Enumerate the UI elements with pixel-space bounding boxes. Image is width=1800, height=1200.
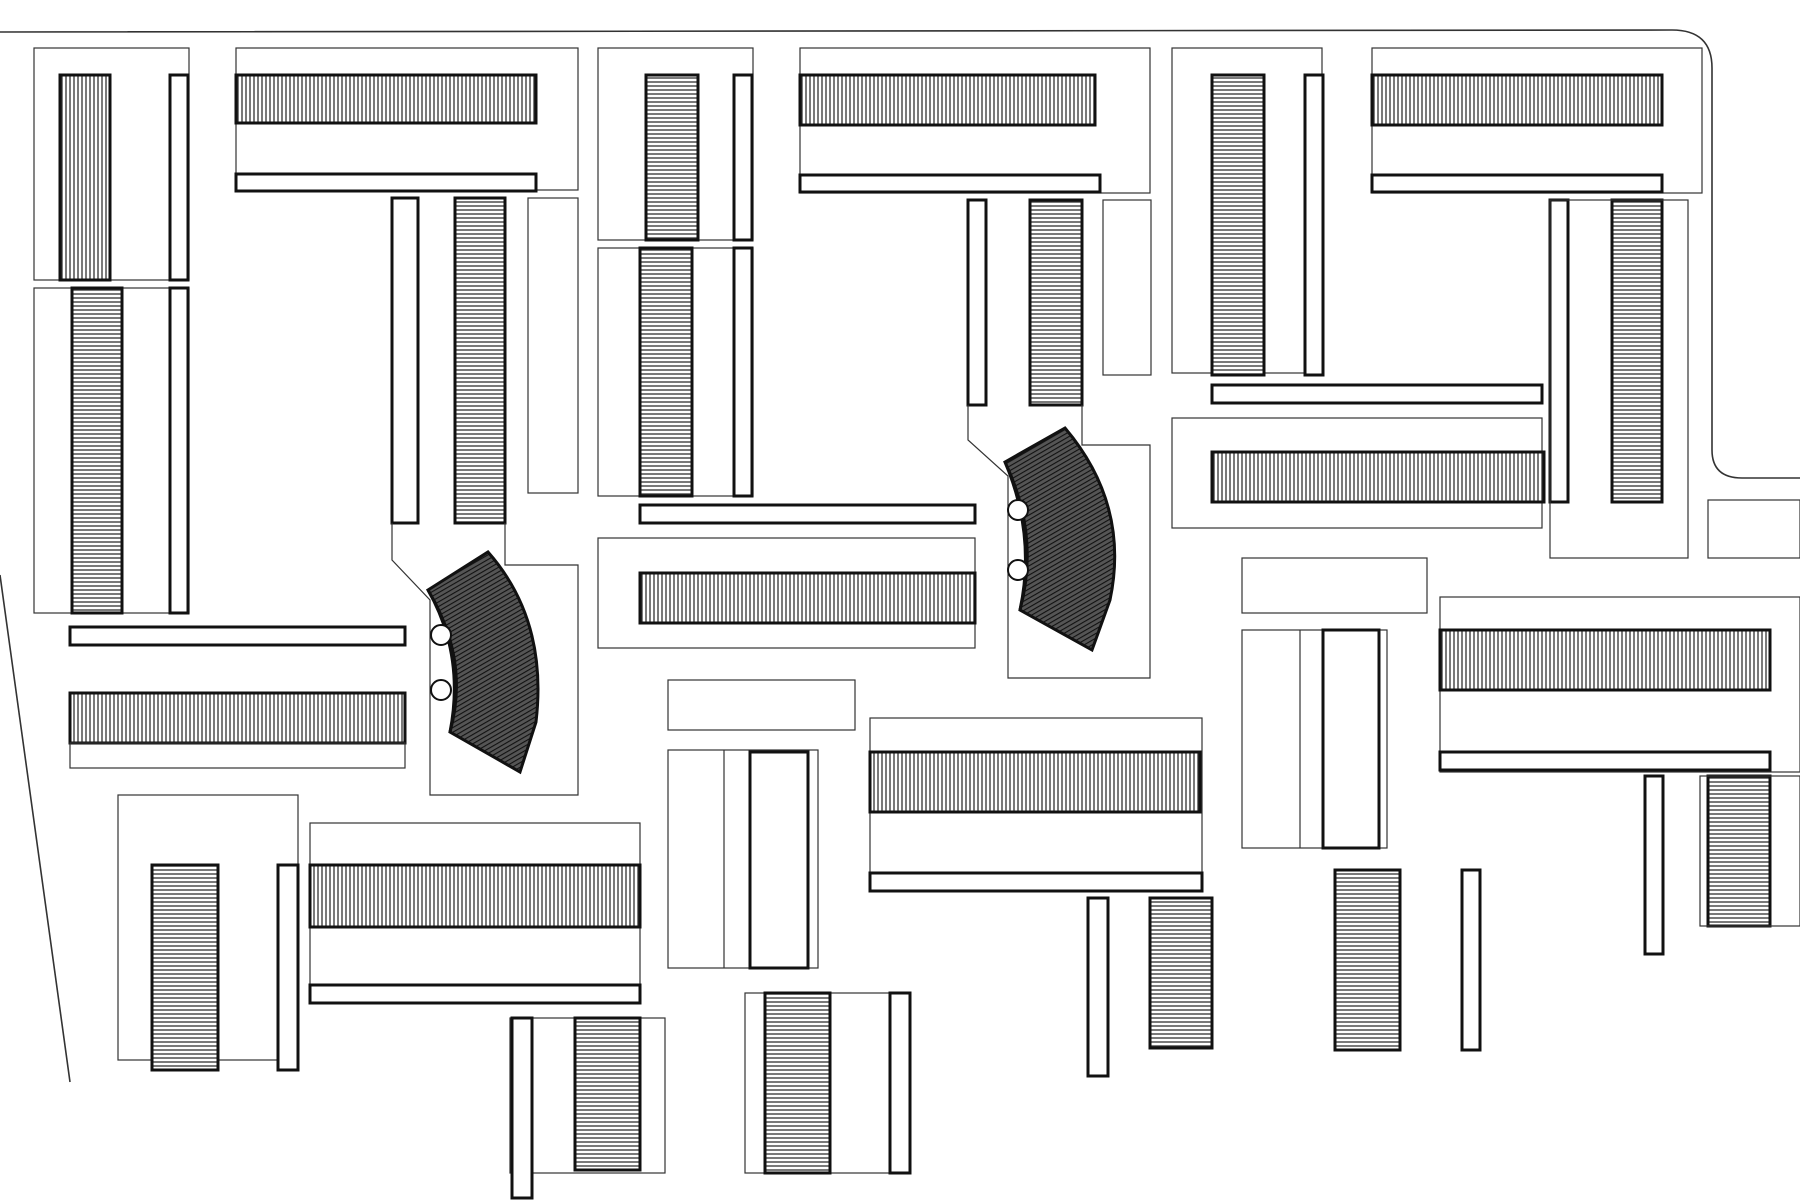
site-boundary [0,29,1800,1083]
lower-row [117,557,1800,1200]
curved-block-left [425,550,540,775]
curved-block-right [1003,426,1117,653]
block-a [33,47,579,796]
block-c [1171,47,1800,559]
block-b [597,47,1152,679]
